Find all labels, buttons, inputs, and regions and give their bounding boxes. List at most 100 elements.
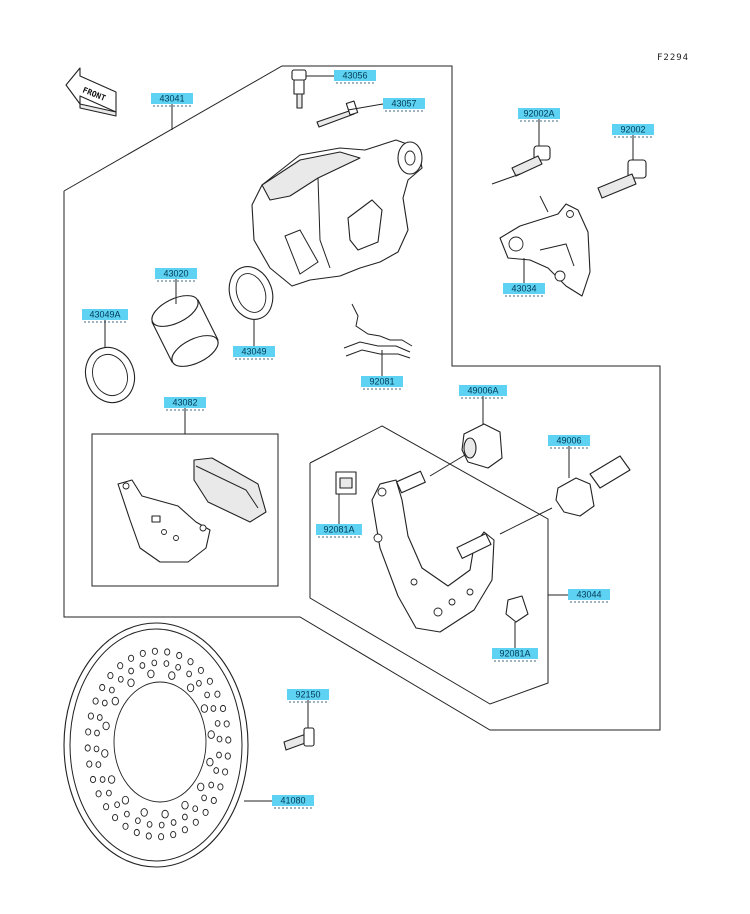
disc-drill-hole (117, 675, 124, 683)
leader-line (499, 507, 553, 535)
disc-drill-hole (139, 649, 146, 657)
callout-box (233, 346, 275, 357)
piston-seal (228, 266, 274, 320)
disc-drill-hole (151, 659, 158, 667)
callout-label: 43049A (89, 310, 120, 320)
callout-43049: 43049 (233, 320, 275, 360)
brake-pad-friction (193, 457, 267, 523)
rubber-boot (555, 455, 631, 517)
callout-41080: 41080 (244, 795, 314, 809)
callout-43020: 43020 (155, 268, 197, 304)
disc-drill-hole (206, 677, 213, 685)
callout-box (518, 108, 560, 119)
callout-box (548, 435, 590, 446)
callout-label: 92002 (620, 125, 645, 135)
callout-92081A-1: 92081A (316, 494, 362, 538)
disc-drill-hole (158, 833, 165, 841)
disc-drill-hole (140, 808, 148, 817)
disc-drill-hole (181, 800, 189, 810)
brake-disc (63, 622, 249, 868)
disc-drill-hole (176, 651, 183, 660)
disc-drill-hole (103, 803, 110, 811)
disc-drill-hole (93, 745, 100, 753)
callout-43049A: 43049A (82, 309, 128, 348)
disc-drill-hole (107, 775, 116, 784)
disc-drill-hole (107, 672, 114, 680)
callout-box (316, 524, 362, 535)
disc-drill-hole (95, 790, 102, 798)
callout-label: 43057 (391, 99, 416, 109)
disc-drill-hole (111, 696, 119, 706)
disc-drill-hole (222, 768, 229, 776)
disc-drill-hole (128, 654, 135, 662)
disc-drill-hole (175, 663, 181, 671)
disc-drill-hole (196, 679, 202, 687)
disc-drill-hole (186, 670, 192, 678)
disc-drill-hole (114, 801, 120, 809)
callout-92002A: 92002A (518, 108, 560, 146)
callout-box (383, 98, 425, 109)
disc-drill-hole (127, 678, 135, 688)
disc-drill-hole (181, 826, 188, 834)
disc-drill-hole (170, 831, 177, 839)
callout-49006A: 49006A (459, 385, 507, 424)
callout-92002: 92002 (612, 124, 654, 160)
disc-drill-hole (182, 813, 188, 821)
disc-drill-hole (133, 828, 140, 837)
callout-43044: 43044 (548, 589, 610, 603)
leader-line (429, 451, 471, 477)
pad-clip-lower (505, 595, 529, 623)
mounting-bracket (371, 470, 495, 633)
callout-label: 92081A (499, 649, 530, 659)
callout-label: 49006 (556, 436, 581, 446)
disc-drill-hole (163, 660, 170, 667)
disc-drill-hole (200, 704, 209, 713)
piston (151, 295, 219, 367)
disc-drill-hole (192, 818, 199, 826)
disc-drill-hole (219, 704, 227, 713)
disc-drill-hole (86, 760, 93, 768)
callout-43057: 43057 (347, 98, 425, 112)
callout-label: 43049 (241, 347, 266, 357)
callout-label: 43044 (576, 590, 601, 600)
disc-drill-hole (94, 729, 100, 737)
disc-drill-hole (204, 691, 210, 699)
pad-spring (343, 303, 413, 359)
disc-drill-hole (99, 776, 106, 783)
callout-box (459, 385, 507, 396)
disc-drill-hole (147, 669, 155, 679)
disc-drill-hole (85, 728, 92, 736)
disc-drill-hole (202, 808, 209, 816)
disc-drill-hole (214, 720, 221, 727)
disc-drill-hole (92, 697, 99, 705)
pad-set-outline (91, 433, 279, 587)
disc-drill-hole (102, 721, 110, 731)
callout-label: 43020 (163, 269, 188, 279)
callout-box (164, 397, 206, 408)
dust-seal (84, 346, 136, 404)
disc-drill-hole (201, 794, 207, 802)
callout-box (151, 93, 193, 104)
callout-box (272, 795, 314, 806)
callout-label: 41080 (280, 796, 305, 806)
disc-drill-hole (186, 683, 195, 693)
callout-92081A-2: 92081A (492, 622, 538, 662)
bolt-92002 (597, 159, 647, 199)
disc-drill-hole (151, 647, 158, 655)
diagram-code: F2294 (657, 53, 689, 63)
callout-box (492, 648, 538, 659)
disc-drill-hole (206, 757, 214, 767)
disc-drill-hole (95, 761, 102, 768)
disc-drill-hole (117, 662, 124, 670)
disc-drill-hole (224, 752, 231, 760)
callout-label: 49006A (467, 386, 498, 396)
disc-drill-hole (135, 817, 141, 825)
pad-clip-upper (335, 471, 357, 495)
caliper-assembly-outline (63, 65, 661, 731)
part-callouts: 43041430564305792002A9200243034430204304… (82, 70, 654, 809)
callout-label: 92150 (295, 690, 320, 700)
callout-box (612, 124, 654, 135)
disc-drill-hole (225, 736, 232, 744)
disc-drill-hole (109, 686, 115, 694)
